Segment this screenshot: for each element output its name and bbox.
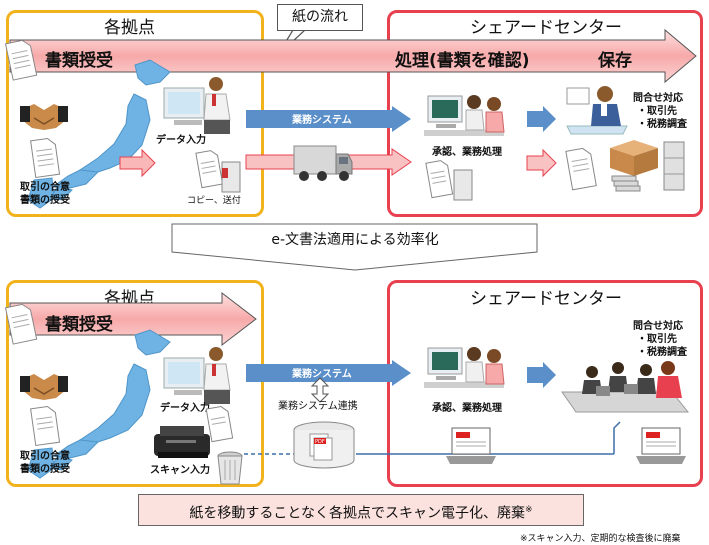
center-document-icon — [425, 160, 473, 201]
bottom-japan-map-icon — [27, 329, 171, 479]
bottom-handshake-icon — [20, 374, 68, 400]
top-arrow-process-label: 処理(書類を確認) — [395, 51, 530, 71]
bottom-arrow-receive-label: 書類授受 — [45, 315, 113, 335]
top-approval-label: 承認、業務処理 — [432, 147, 502, 158]
bottom-business-system-arrow — [246, 360, 411, 386]
top-agreement-label-1: 取引の合意 — [20, 182, 70, 193]
bottom-agreement-label-1: 取引の合意 — [20, 451, 70, 462]
bottom-center-title: シェアードセンター — [470, 289, 622, 309]
top-copy-send-label: コピー、送付 — [187, 196, 241, 206]
pdf-database-pdf-label: PDF — [315, 439, 325, 445]
paper-flow-callout: 紙の流れ — [277, 4, 363, 31]
call-center-team-icon — [561, 361, 690, 413]
approval-workers-icon — [424, 95, 505, 136]
agreement-document-icon — [30, 137, 61, 179]
bottom-business-system-label: 業務システム — [292, 369, 352, 380]
scan-disposal-banner-text: 紙を移動することなく各拠点でスキャン電子化、廃棄 — [189, 505, 526, 522]
file-cabinet-icon — [663, 141, 685, 191]
top-site-title: 各拠点 — [104, 18, 155, 38]
system-link-label: 業務システム連携 — [278, 401, 358, 412]
document-icon — [4, 39, 38, 81]
office-worker-icon — [163, 77, 231, 134]
pdf-database-icon — [293, 421, 355, 469]
scanner-icon — [154, 426, 210, 458]
bottom-inquiry-item-2: ・税務調査 — [637, 347, 687, 358]
center-blue-arrow-top — [527, 106, 556, 132]
top-inquiry-title: 問合せ対応 — [633, 93, 683, 104]
bottom-office-worker-icon — [163, 347, 231, 404]
storage-document-icon — [565, 147, 597, 191]
scan-disposal-banner: 紙を移動することなく各拠点でスキャン電子化、廃棄※ — [138, 494, 584, 526]
top-agreement-label-2: 書類の授受 — [20, 195, 70, 206]
top-data-entry-label: データ入力 — [156, 135, 206, 146]
bottom-data-entry-label: データ入力 — [160, 403, 210, 414]
top-main-flow-arrow — [9, 28, 697, 84]
footnote: ※スキャン入力、定期的な検査後に廃棄 — [520, 534, 681, 544]
top-inquiry-item-2: ・税務調査 — [637, 119, 687, 130]
bottom-agreement-document-icon — [30, 405, 61, 447]
center-red-arrow-top — [526, 148, 557, 178]
trash-can-icon — [217, 451, 243, 485]
bottom-site-box — [6, 280, 264, 487]
truck-icon — [293, 145, 353, 181]
japan-map-icon — [27, 59, 171, 209]
top-center-title: シェアードセンター — [470, 18, 622, 38]
pdf-laptop-right-icon — [636, 427, 686, 464]
bottom-document-icon — [4, 303, 38, 345]
businessman-phone-icon — [566, 86, 628, 135]
bottom-approval-label: 承認、業務処理 — [432, 403, 502, 414]
copy-document-icon — [195, 150, 241, 193]
bottom-inquiry-title: 問合せ対応 — [633, 321, 683, 332]
top-arrow-receive-label: 書類授受 — [45, 51, 113, 71]
bottom-approval-workers-icon — [424, 347, 505, 388]
top-inquiry-item-1: ・取引先 — [637, 106, 677, 117]
efficiency-down-arrow — [171, 223, 538, 271]
scan-disposal-banner-mark: ※ — [525, 505, 533, 515]
bottom-scan-label: スキャン入力 — [150, 465, 210, 476]
bottom-center-box — [387, 280, 703, 487]
efficiency-label: e-文書法適用による効率化 — [271, 232, 439, 248]
handshake-icon — [20, 104, 68, 130]
bottom-center-blue-arrow — [527, 362, 556, 388]
pdf-laptop-icon — [446, 427, 496, 464]
bottom-agreement-label-2: 書類の授受 — [20, 464, 70, 475]
system-link-updown-arrow — [310, 377, 330, 403]
bottom-receive-arrow — [9, 291, 257, 347]
paper-flow-label: 紙の流れ — [292, 9, 348, 25]
storage-boxes-icon — [610, 140, 658, 192]
top-handoff-arrow — [119, 148, 156, 178]
bottom-inquiry-item-1: ・取引先 — [637, 334, 677, 345]
top-business-system-label: 業務システム — [292, 115, 352, 126]
top-business-system-arrow — [246, 106, 411, 132]
top-arrow-store-label: 保存 — [598, 51, 632, 71]
bottom-copy-document-icon — [205, 406, 234, 443]
